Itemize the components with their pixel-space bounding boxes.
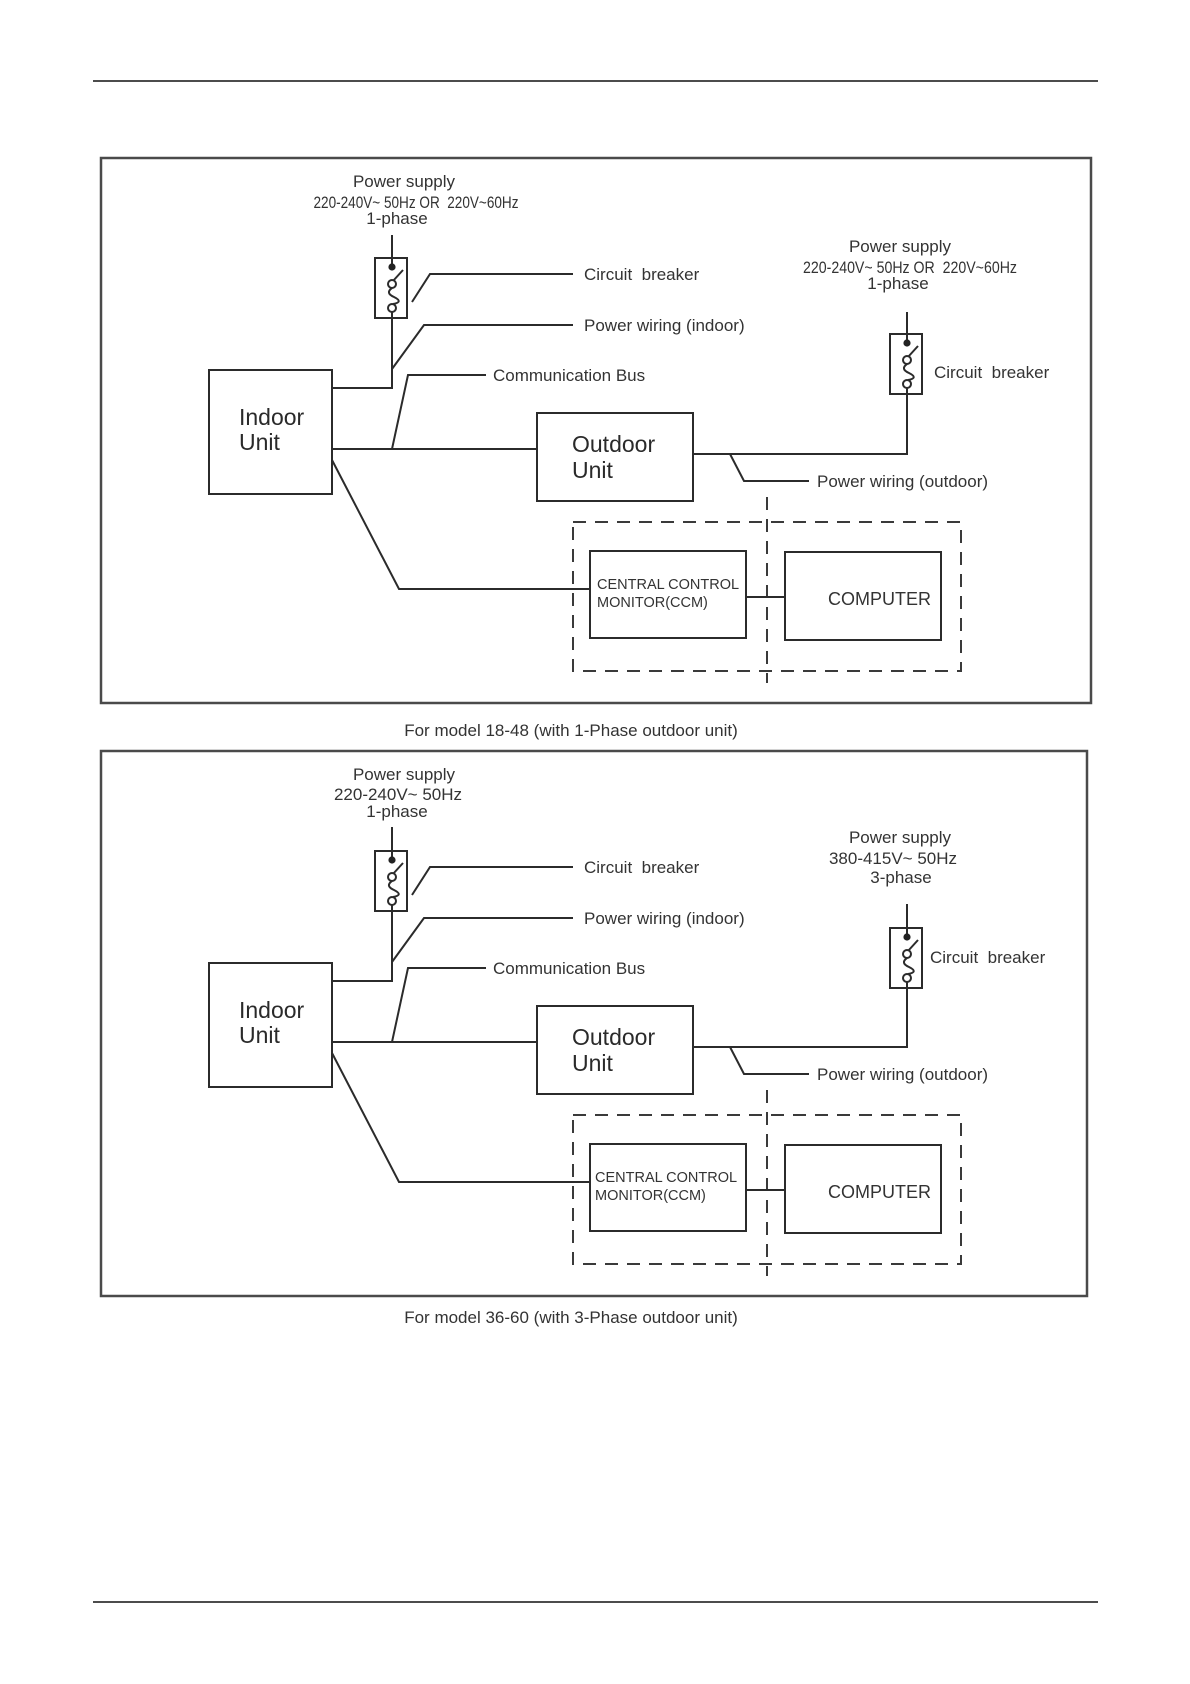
power-supply-phase: 1-phase bbox=[366, 802, 427, 821]
outdoor-power-wire bbox=[693, 987, 908, 1048]
power-supply-rating: 220-240V~ 50Hz OR 220V~60Hz bbox=[314, 193, 519, 212]
circuit-breaker-label: Circuit breaker bbox=[934, 363, 1050, 382]
indoor-unit-label-line1: Indoor bbox=[239, 997, 305, 1023]
diagram-caption: For model 36-60 (with 3-Phase outdoor un… bbox=[404, 1308, 738, 1327]
optional-equipment-boundary bbox=[572, 521, 962, 672]
power-wiring-indoor-label: Power wiring (indoor) bbox=[584, 909, 745, 928]
diagram-caption: For model 18-48 (with 1-Phase outdoor un… bbox=[404, 721, 738, 740]
power-supply-title: Power supply bbox=[849, 237, 952, 256]
circuit-breaker-icon bbox=[889, 312, 923, 395]
outdoor-unit-label-line2: Unit bbox=[572, 1050, 614, 1076]
ccm-label-line2: MONITOR(CCM) bbox=[595, 1188, 706, 1204]
indoor-power-wire bbox=[332, 905, 393, 982]
power-supply-phase: 1-phase bbox=[867, 274, 928, 293]
central-control-monitor: CENTRAL CONTROL MONITOR(CCM) bbox=[589, 1143, 747, 1232]
power-supply-title: Power supply bbox=[353, 765, 456, 784]
power-supply-phase: 1-phase bbox=[366, 209, 427, 228]
optional-equipment-boundary bbox=[572, 1114, 962, 1265]
power-wiring-indoor-leader bbox=[391, 324, 573, 370]
outdoor-power-supply-label: Power supply 380-415V~ 50Hz 3-phase bbox=[829, 828, 957, 887]
circuit-breaker-label: Circuit breaker bbox=[584, 858, 700, 877]
computer-label: COMPUTER bbox=[828, 589, 931, 609]
circuit-breaker-label: Circuit breaker bbox=[930, 948, 1046, 967]
outdoor-unit: Outdoor Unit bbox=[536, 412, 694, 502]
outdoor-power-supply-label: Power supply 220-240V~ 50Hz OR 220V~60Hz… bbox=[803, 237, 1017, 293]
wiring-diagram-1phase: Power supply 220-240V~ 50Hz OR 220V~60Hz… bbox=[99, 156, 1093, 705]
indoor-unit: Indoor Unit bbox=[208, 369, 333, 495]
ccm-wire bbox=[331, 459, 590, 590]
circuit-breaker-icon bbox=[889, 904, 923, 989]
ccm-wire bbox=[331, 1052, 590, 1183]
ccm-label-line1: CENTRAL CONTROL bbox=[595, 1170, 737, 1186]
power-supply-rating: 220-240V~ 50Hz OR 220V~60Hz bbox=[803, 258, 1017, 277]
indoor-unit: Indoor Unit bbox=[208, 962, 333, 1088]
circuit-breaker-icon bbox=[374, 235, 408, 319]
computer: COMPUTER bbox=[784, 1144, 942, 1234]
communication-bus-label: Communication Bus bbox=[493, 959, 645, 978]
outdoor-unit: Outdoor Unit bbox=[536, 1005, 694, 1095]
ccm-label-line2: MONITOR(CCM) bbox=[597, 595, 708, 611]
power-supply-rating: 380-415V~ 50Hz bbox=[829, 849, 957, 868]
power-supply-phase: 3-phase bbox=[870, 868, 931, 887]
outdoor-unit-label-line1: Outdoor bbox=[572, 1024, 655, 1050]
indoor-power-supply-label: Power supply 220-240V~ 50Hz 1-phase bbox=[334, 765, 462, 821]
indoor-unit-label-line1: Indoor bbox=[239, 404, 305, 430]
circuit-breaker-leader bbox=[411, 273, 573, 303]
wiring-diagram-3phase: Power supply 220-240V~ 50Hz 1-phase Circ… bbox=[99, 749, 1089, 1298]
diagram-frame bbox=[99, 156, 1093, 705]
outdoor-unit-label-line2: Unit bbox=[572, 457, 614, 483]
diagram-frame bbox=[99, 749, 1089, 1298]
power-wiring-outdoor-leader bbox=[729, 1046, 809, 1075]
circuit-breaker-label: Circuit breaker bbox=[584, 265, 700, 284]
communication-bus-leader bbox=[391, 967, 486, 1043]
indoor-unit-label-line2: Unit bbox=[239, 429, 281, 455]
indoor-power-supply-label: Power supply 220-240V~ 50Hz OR 220V~60Hz… bbox=[314, 172, 519, 228]
computer: COMPUTER bbox=[784, 551, 942, 641]
power-wiring-indoor-leader bbox=[391, 917, 573, 963]
circuit-breaker-icon bbox=[374, 827, 408, 912]
power-wiring-outdoor-label: Power wiring (outdoor) bbox=[817, 472, 988, 491]
power-wiring-outdoor-label: Power wiring (outdoor) bbox=[817, 1065, 988, 1084]
computer-label: COMPUTER bbox=[828, 1182, 931, 1202]
outdoor-power-wire bbox=[693, 388, 908, 455]
outdoor-unit-label-line1: Outdoor bbox=[572, 431, 655, 457]
power-supply-title: Power supply bbox=[353, 172, 456, 191]
circuit-breaker-leader bbox=[411, 866, 573, 896]
communication-bus-leader bbox=[391, 374, 486, 450]
power-wiring-indoor-label: Power wiring (indoor) bbox=[584, 316, 745, 335]
power-supply-title: Power supply bbox=[849, 828, 952, 847]
ccm-label-line1: CENTRAL CONTROL bbox=[597, 577, 739, 593]
central-control-monitor: CENTRAL CONTROL MONITOR(CCM) bbox=[589, 550, 747, 639]
communication-bus-label: Communication Bus bbox=[493, 366, 645, 385]
indoor-power-wire bbox=[332, 312, 393, 389]
indoor-unit-label-line2: Unit bbox=[239, 1022, 281, 1048]
power-supply-rating: 220-240V~ 50Hz bbox=[334, 785, 462, 804]
power-wiring-outdoor-leader bbox=[729, 453, 809, 482]
